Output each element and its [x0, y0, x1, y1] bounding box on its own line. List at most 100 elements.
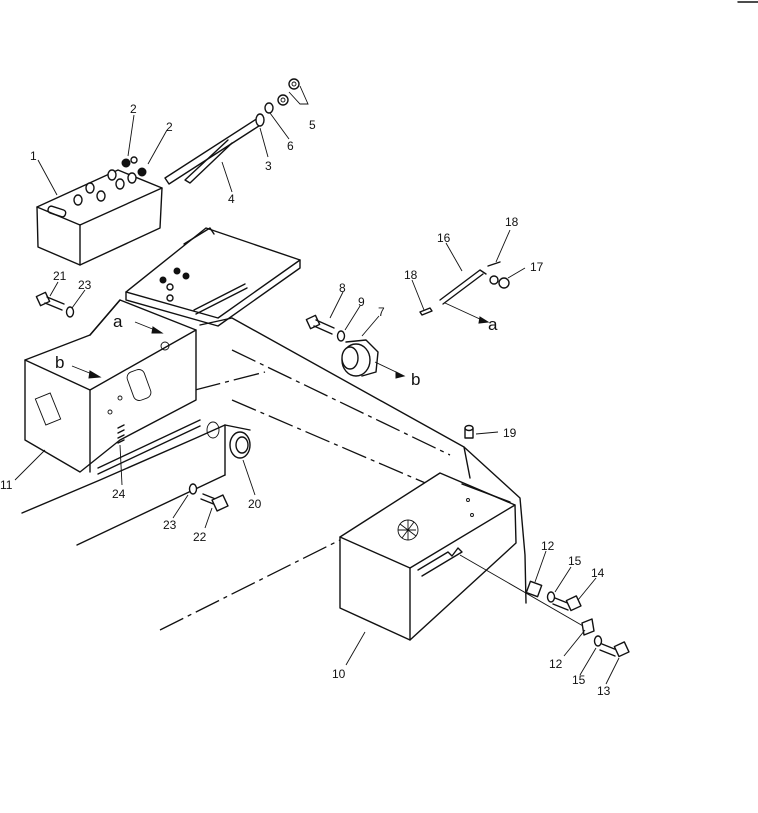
bracket-12a	[525, 580, 543, 598]
box-hole	[107, 409, 113, 415]
battery-cap	[73, 194, 83, 206]
view-reference-b: b	[55, 353, 102, 379]
bolt-22-assy	[188, 483, 229, 512]
tray-bolt	[159, 276, 167, 284]
callout-numbers: 1 2 2 3 4 5 6 7 8 9 10 11 12 12 13 14 15…	[0, 102, 611, 698]
rod-16	[439, 269, 487, 301]
cable-end-ring	[255, 113, 265, 127]
arrow-b-label: b	[411, 370, 420, 389]
callout-6: 6	[287, 139, 294, 153]
callout-10: 10	[332, 667, 346, 681]
callout-19: 19	[503, 426, 517, 440]
grommet-inner	[235, 436, 249, 454]
terminal-hardware	[264, 78, 300, 114]
toolbox-hole	[466, 498, 470, 502]
frame-rail-lower	[76, 474, 226, 546]
battery-terminal-cap	[130, 156, 138, 164]
centerline-front	[159, 539, 341, 631]
washer-15a	[546, 591, 556, 603]
callout-8: 8	[339, 281, 346, 295]
box-flap	[89, 299, 121, 336]
box-hole	[160, 341, 170, 351]
bolt-21-shank	[46, 296, 65, 305]
battery-handle	[47, 205, 67, 218]
box-window	[126, 369, 152, 401]
callout-18: 18	[505, 215, 519, 229]
callout-16: 16	[437, 231, 451, 245]
clip-17	[498, 277, 510, 289]
callout-5: 5	[309, 118, 316, 132]
bolt-8-head	[305, 314, 321, 330]
bolt-21-shank	[44, 302, 63, 311]
callout-11: 11	[0, 478, 13, 492]
battery-cap	[96, 190, 106, 202]
rod-16-edge	[442, 273, 484, 305]
toolbox-handle	[417, 547, 463, 577]
bolt-8-shank	[315, 319, 335, 329]
callout-23: 23	[163, 518, 177, 532]
box-vent	[34, 392, 62, 426]
washer-9	[336, 330, 346, 342]
tray-bolt	[166, 283, 174, 291]
battery-terminal	[137, 167, 147, 177]
grommet-20	[229, 431, 251, 459]
rod-assy	[419, 261, 510, 324]
pin-18b	[487, 261, 501, 267]
battery-box	[24, 299, 220, 475]
ref-b-label: b	[55, 353, 64, 372]
washer-17	[489, 275, 499, 285]
battery-cap	[115, 178, 125, 190]
callout-21: 21	[53, 269, 67, 283]
cable-4	[184, 139, 233, 184]
bolt-21-assy	[35, 291, 75, 318]
callout-12: 12	[549, 657, 563, 671]
leader-lines	[14, 85, 620, 685]
tray-plate	[125, 227, 301, 319]
box-bottom-bar	[97, 425, 201, 475]
bolt-22-head	[211, 494, 229, 512]
callout-4: 4	[228, 192, 235, 206]
callout-9: 9	[358, 295, 365, 309]
tray-slot	[195, 287, 248, 315]
box-bottom-bar	[97, 419, 201, 469]
nut-5b	[277, 94, 289, 106]
toolbox-hole	[470, 513, 474, 517]
washer-23b	[188, 483, 198, 495]
box-body	[24, 299, 197, 473]
centerline-mid	[231, 399, 431, 486]
callout-20: 20	[248, 497, 262, 511]
callout-23: 23	[78, 278, 92, 292]
arrow-a-label: a	[488, 315, 498, 334]
frame-rails	[21, 317, 527, 631]
callout-14: 14	[591, 566, 605, 580]
callout-15: 15	[572, 673, 586, 687]
washer-6	[264, 102, 274, 114]
frame-rail-upper	[199, 317, 471, 479]
bolt-13-shank	[599, 649, 616, 657]
view-reference-a: a	[113, 312, 164, 334]
arrow-a-line	[444, 302, 483, 321]
fitting-19	[464, 424, 474, 439]
tray-bolt	[182, 272, 190, 280]
nut-hole	[280, 97, 286, 103]
washer-15b	[593, 635, 603, 647]
callout-15: 15	[568, 554, 582, 568]
callout-12: 12	[541, 539, 555, 553]
frame-rail-right	[463, 446, 527, 604]
nut-hole	[291, 81, 297, 87]
battery-terminal	[121, 158, 131, 168]
toolbox-hinge	[461, 483, 511, 503]
bolt-14-shank	[552, 603, 569, 611]
battery	[36, 156, 163, 266]
frame-rail-top	[21, 424, 251, 514]
box-hole	[117, 395, 123, 401]
callout-2: 2	[166, 120, 173, 134]
relay-assy	[305, 314, 406, 379]
battery-tray	[125, 227, 301, 327]
callout-24: 24	[112, 487, 126, 501]
nut-5a	[288, 78, 300, 90]
callout-22: 22	[193, 530, 207, 544]
tray-lip	[183, 227, 215, 245]
